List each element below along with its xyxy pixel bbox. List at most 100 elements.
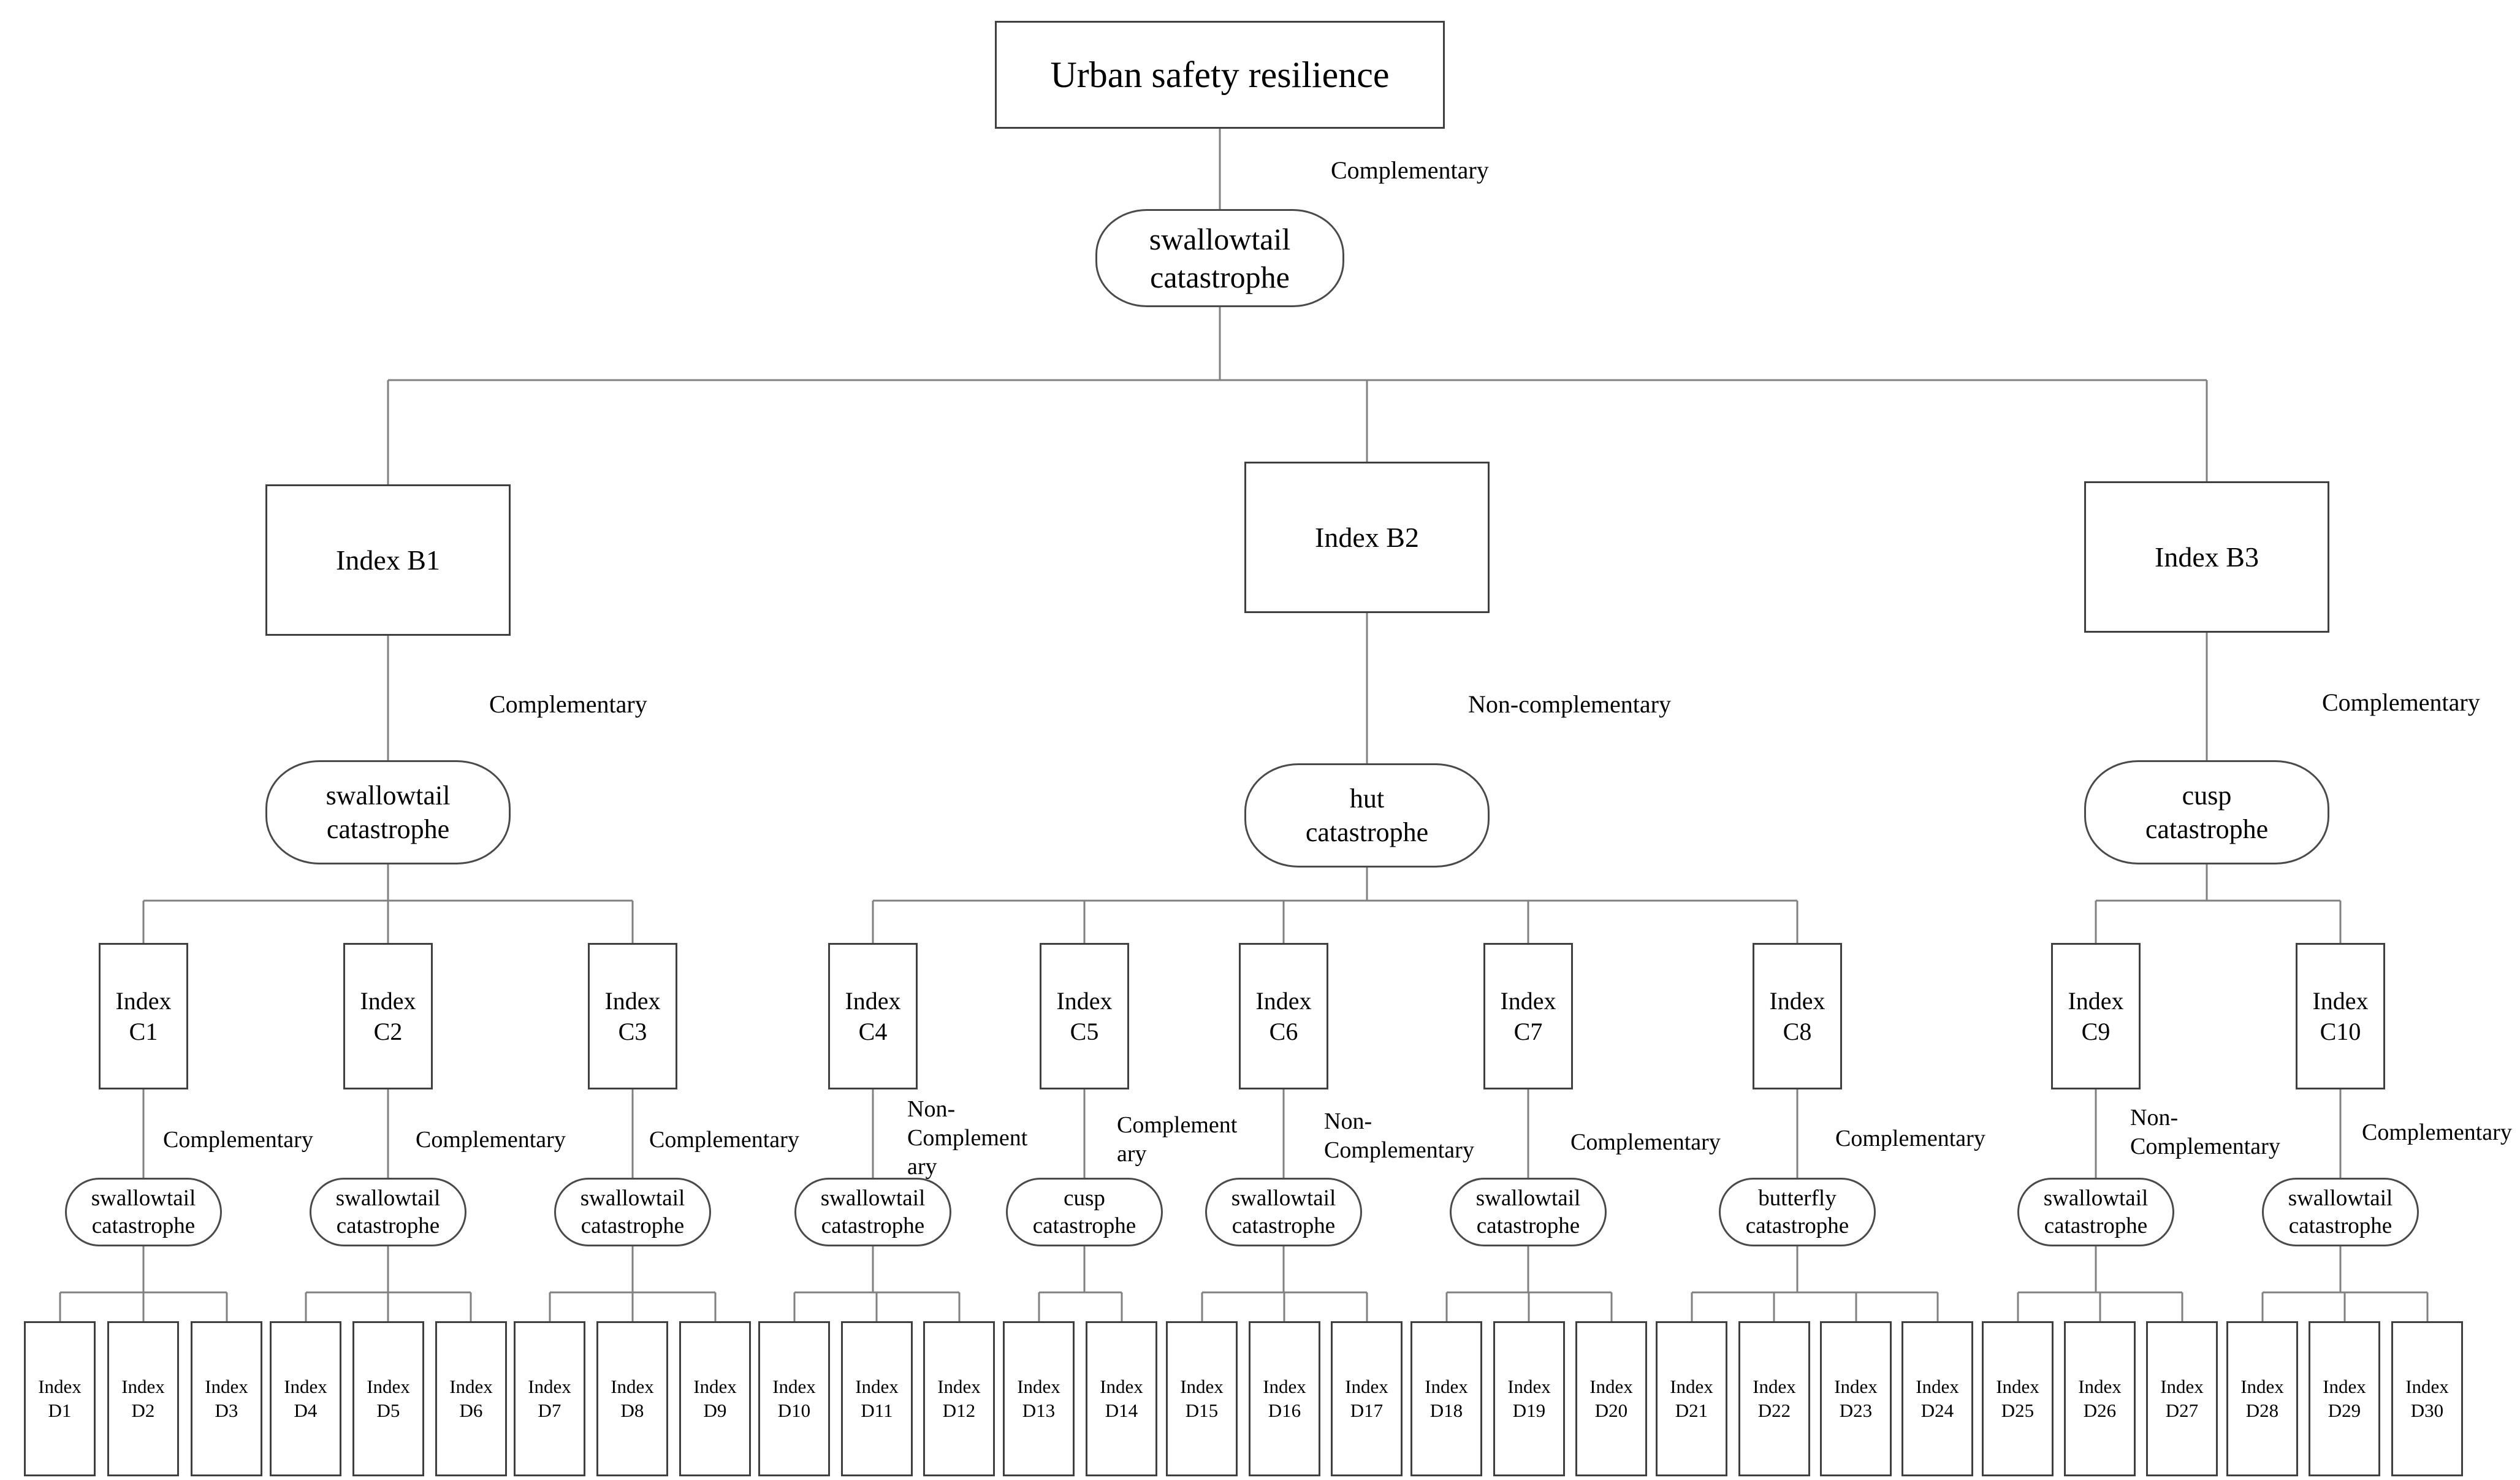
index-d25-line1: Index: [1996, 1375, 2039, 1397]
edge-label-c7-l1: Complementary: [1570, 1129, 1721, 1155]
edge-label-b2: Non-complementary: [1468, 690, 1671, 719]
index-d12-line2: D12: [942, 1399, 976, 1421]
edge-label-b1-text: Complementary: [489, 690, 647, 718]
edge-label-c3: Complementary: [649, 1126, 799, 1154]
index-d29-line2: D29: [2328, 1399, 2361, 1421]
index-d10-line1: Index: [772, 1375, 816, 1397]
index-d23-line1: Index: [1834, 1375, 1878, 1397]
index-d3-line1: Index: [205, 1375, 248, 1397]
edge-label-c9-l1: Non-: [2130, 1105, 2179, 1131]
c4-cat-line2: catastrophe: [821, 1213, 925, 1238]
edge-label-c2-l1: Complementary: [416, 1127, 566, 1153]
edge-label-root: Complementary: [1331, 156, 1489, 185]
c2-cat-line2: catastrophe: [336, 1213, 440, 1238]
index-d2-line1: Index: [121, 1375, 165, 1397]
c8-cat-line1: butterfly: [1758, 1185, 1837, 1211]
edge-label-c5-l1: Complement: [1117, 1112, 1238, 1138]
index-d27-line1: Index: [2160, 1375, 2204, 1397]
index-d27-line2: D27: [2165, 1399, 2199, 1421]
edge-label-c9-l2: Complementary: [2130, 1134, 2280, 1159]
index-c7-line2: C7: [1513, 1017, 1543, 1045]
edge-label-c6: Non- Complementary: [1324, 1107, 1474, 1165]
index-d6-line1: Index: [449, 1375, 493, 1397]
c7-cat-line2: catastrophe: [1476, 1213, 1580, 1238]
root-catastrophe-line2: catastrophe: [1150, 260, 1290, 294]
c7-cat-line1: swallowtail: [1475, 1185, 1581, 1211]
index-d11-line2: D11: [861, 1399, 893, 1421]
index-c1-line2: C1: [129, 1017, 158, 1045]
c10-cat-line2: catastrophe: [2288, 1213, 2392, 1238]
edge-label-c1: Complementary: [163, 1126, 313, 1154]
index-d10-line2: D10: [777, 1399, 811, 1421]
index-c10-line1: Index: [2312, 986, 2369, 1015]
index-d30-line2: D30: [2410, 1399, 2444, 1421]
index-d8-line1: Index: [611, 1375, 654, 1397]
index-d26-line1: Index: [2078, 1375, 2122, 1397]
index-d8-line2: D8: [620, 1399, 644, 1421]
index-c3-line2: C3: [618, 1017, 647, 1045]
index-d19-line2: D19: [1512, 1399, 1546, 1421]
index-d7-line1: Index: [528, 1375, 571, 1397]
b2-catastrophe-oval: hut catastrophe: [1244, 763, 1490, 868]
edge-label-root-text: Complementary: [1331, 156, 1489, 184]
edge-label-c6-l1: Non-: [1324, 1108, 1372, 1134]
edge-label-c8-l1: Complementary: [1835, 1126, 1985, 1151]
index-c8-line1: Index: [1769, 986, 1825, 1015]
index-d28-line1: Index: [2240, 1375, 2284, 1397]
index-d5-line2: D5: [376, 1399, 400, 1421]
edge-label-c7: Complementary: [1570, 1128, 1721, 1157]
b3-catastrophe-line1: cusp: [2182, 780, 2232, 811]
index-c3-line1: Index: [604, 986, 661, 1015]
index-c9-line2: C9: [2081, 1017, 2111, 1045]
index-d22-line1: Index: [1753, 1375, 1796, 1397]
index-b2-label: Index B2: [1315, 521, 1419, 553]
b2-catastrophe-line2: catastrophe: [1305, 817, 1429, 847]
b1-catastrophe-oval: swallowtail catastrophe: [265, 760, 511, 864]
edge-label-c4-l2: Complement: [907, 1125, 1028, 1151]
c9-cat-line2: catastrophe: [2044, 1213, 2148, 1238]
edge-label-c4-l1: Non-: [907, 1096, 956, 1122]
index-d19-line1: Index: [1507, 1375, 1551, 1397]
index-d17-line1: Index: [1345, 1375, 1388, 1397]
b2-catastrophe-line1: hut: [1349, 784, 1385, 814]
index-d15-line2: D15: [1185, 1399, 1219, 1421]
c3-cat-line1: swallowtail: [580, 1185, 685, 1211]
edge-label-c6-l2: Complementary: [1324, 1137, 1474, 1163]
index-d20-line1: Index: [1589, 1375, 1633, 1397]
index-d1-line2: D1: [48, 1399, 72, 1421]
index-d21-line2: D21: [1675, 1399, 1708, 1421]
index-b3-box: Index B3: [2084, 481, 2329, 633]
index-d18-line2: D18: [1429, 1399, 1463, 1421]
index-d18-line1: Index: [1425, 1375, 1468, 1397]
index-b1-label: Index B1: [336, 544, 440, 576]
index-c6-line2: C6: [1269, 1017, 1298, 1045]
c1-cat-line1: swallowtail: [91, 1185, 196, 1211]
edge-label-c8: Complementary: [1835, 1124, 1985, 1153]
index-d29-line1: Index: [2323, 1375, 2366, 1397]
edge-label-c9: Non- Complementary: [2130, 1104, 2280, 1161]
b3-catastrophe-line2: catastrophe: [2145, 814, 2269, 844]
